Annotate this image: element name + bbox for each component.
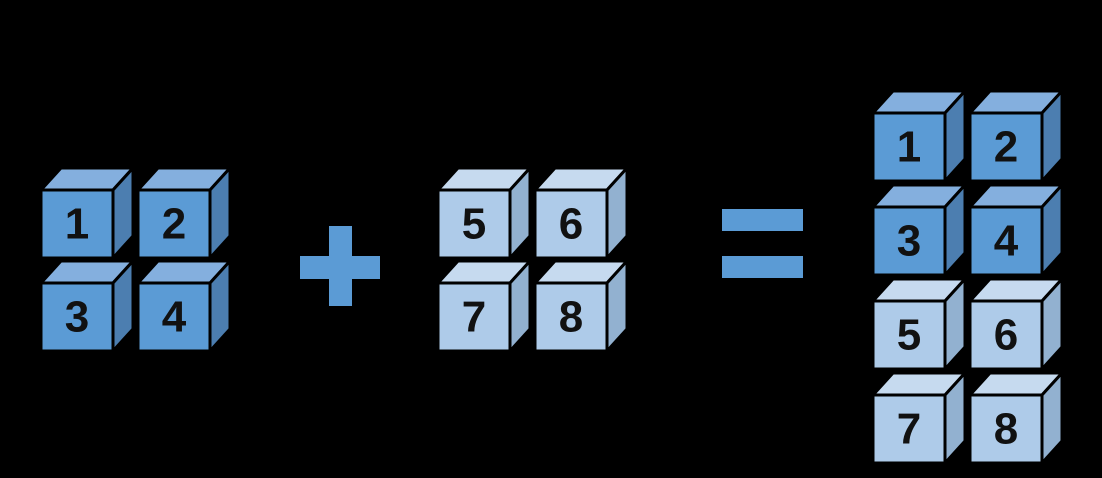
- cube-number: 7: [897, 405, 921, 454]
- cube-front-face: [436, 281, 512, 353]
- equals-top-bar: [722, 209, 803, 231]
- cube-number: 1: [897, 123, 921, 172]
- cube-front-face: [136, 281, 212, 353]
- cube-number: 8: [994, 405, 1018, 454]
- cube-front-face: [136, 188, 212, 260]
- cube-r2: 2: [968, 89, 1064, 183]
- cube-number: 7: [462, 293, 486, 342]
- cube-b5: 5: [436, 166, 532, 260]
- cube-front-face: [533, 281, 609, 353]
- cube-r3: 3: [871, 183, 967, 277]
- cube-front-face: [968, 111, 1044, 183]
- cube-front-face: [871, 205, 947, 277]
- cube-number: 4: [994, 217, 1019, 266]
- cube-r8: 8: [968, 371, 1064, 465]
- cube-front-face: [39, 281, 115, 353]
- plus-vertical-bar: [329, 226, 352, 306]
- cube-number: 5: [897, 311, 921, 360]
- cube-a4: 4: [136, 259, 232, 353]
- cube-number: 6: [994, 311, 1018, 360]
- cube-number: 6: [559, 200, 583, 249]
- cube-b6: 6: [533, 166, 629, 260]
- cube-front-face: [968, 299, 1044, 371]
- cube-number: 2: [162, 200, 186, 249]
- cube-front-face: [39, 188, 115, 260]
- cube-number: 2: [994, 123, 1018, 172]
- equals-bottom-bar: [722, 256, 803, 278]
- cube-number: 8: [559, 293, 583, 342]
- cube-number: 5: [462, 200, 486, 249]
- cube-front-face: [871, 111, 947, 183]
- cube-r7: 7: [871, 371, 967, 465]
- cube-a2: 2: [136, 166, 232, 260]
- cube-front-face: [968, 393, 1044, 465]
- cube-b8: 8: [533, 259, 629, 353]
- cube-number: 3: [65, 293, 89, 342]
- cube-front-face: [533, 188, 609, 260]
- cube-r1: 1: [871, 89, 967, 183]
- cube-number: 1: [65, 200, 89, 249]
- cube-front-face: [871, 299, 947, 371]
- cube-a3: 3: [39, 259, 135, 353]
- cube-r4: 4: [968, 183, 1064, 277]
- cube-r5: 5: [871, 277, 967, 371]
- cube-r6: 6: [968, 277, 1064, 371]
- cube-front-face: [968, 205, 1044, 277]
- cube-b7: 7: [436, 259, 532, 353]
- cube-a1: 1: [39, 166, 135, 260]
- cube-front-face: [871, 393, 947, 465]
- cube-number: 3: [897, 217, 921, 266]
- cube-front-face: [436, 188, 512, 260]
- cube-number: 4: [162, 293, 187, 342]
